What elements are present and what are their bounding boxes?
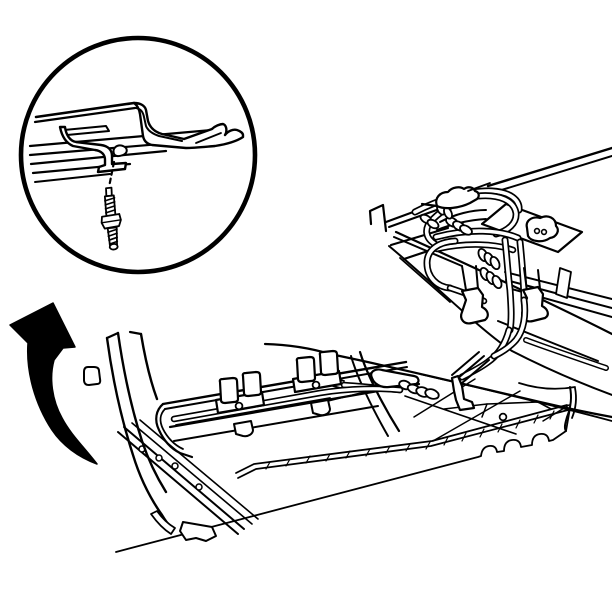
- crossrail-end-curl: [155, 402, 194, 459]
- bed-fitting-d: [424, 388, 440, 400]
- slot-plate: [63, 125, 110, 136]
- slab-rib-2: [413, 378, 476, 418]
- sill-foot: [179, 521, 217, 542]
- lines-to-bed-2: [456, 355, 485, 380]
- pan-corner: [368, 203, 388, 233]
- crossrail-end-curl-2: [159, 408, 184, 450]
- hat-step-inner: [135, 107, 183, 142]
- bed-z-bracket: [450, 374, 476, 412]
- stud-tip: [108, 243, 119, 251]
- fitting-bend2-b: [426, 218, 440, 230]
- bracket-clip-leg-4: [537, 269, 541, 290]
- rail-pipe-inner: [172, 387, 402, 421]
- tube-cross-inner: [434, 229, 520, 240]
- clamp-a-tab-1: [218, 376, 240, 405]
- sill-band-1: [117, 431, 239, 535]
- fitting-stack-2c: [491, 274, 503, 290]
- tube-upper-inner: [413, 189, 521, 214]
- slab-right-post-2: [571, 387, 577, 419]
- stud-group: [100, 186, 122, 251]
- pan-streak-2: [389, 226, 450, 247]
- rail-top-edge-inner: [33, 106, 137, 124]
- bracket-clip-leg-1: [461, 265, 467, 291]
- connector-right-eye-2: [540, 228, 548, 236]
- hose-drop-right-inner: [492, 298, 527, 358]
- slab-top-edge-2: [419, 373, 612, 422]
- fitting-bend-c: [459, 224, 473, 236]
- sill-hole-2: [155, 454, 163, 462]
- connector-hand-blob: [420, 186, 480, 210]
- tube-p-loop-inner: [425, 239, 457, 290]
- clamp-b-tab-2: [318, 349, 340, 377]
- connector-right-blob: [525, 215, 559, 243]
- hole-plate-step: [481, 403, 488, 418]
- bracket-strap: [58, 125, 128, 174]
- fuel-line-sleeve: [555, 267, 572, 299]
- hat-flange: [132, 101, 245, 150]
- rail-top-edge-outer: [34, 101, 136, 119]
- sill-band-4: [139, 419, 259, 520]
- pillar-line-3: [139, 332, 159, 401]
- bracket-clip-leg-2: [475, 265, 479, 290]
- lines-to-bed-1: [451, 351, 480, 376]
- fitting-stack-1c: [489, 255, 501, 271]
- hat-wave-inner: [195, 132, 222, 144]
- tube-drop-1-inner: [503, 238, 513, 332]
- sill-band-3: [131, 422, 253, 525]
- clamp-b-tab-1: [295, 355, 317, 384]
- lines-to-bed-3: [461, 359, 490, 384]
- rail-pipe-2: [175, 397, 331, 426]
- bracket-clip-1: [460, 286, 489, 325]
- band-hatch: [265, 410, 555, 470]
- crossrail-top-edge-2: [164, 366, 408, 410]
- slab-hole: [498, 412, 508, 422]
- connector-right-eye-1: [533, 227, 541, 235]
- rail-line-3: [29, 149, 168, 166]
- pan-left-slope: [388, 245, 612, 396]
- stud-thread-lower-hatch: [107, 228, 119, 245]
- stud-dash-line: [107, 160, 116, 189]
- clamp-a-bolt: [234, 401, 244, 411]
- pillar-line-2: [116, 331, 168, 494]
- tube-drop-2-inner: [518, 240, 526, 302]
- callout-circle: [18, 35, 258, 275]
- clamp-a-tab-2: [241, 370, 263, 398]
- left-tab: [83, 366, 102, 386]
- rail-line-5: [34, 173, 111, 183]
- wheel-arch-arc: [518, 382, 576, 390]
- hose-spur-inner: [524, 338, 608, 370]
- pan-top-edge-2: [494, 155, 612, 193]
- bracket-hook: [112, 144, 128, 158]
- slab-rib-3: [432, 390, 521, 442]
- pan-left-slope-2: [399, 257, 451, 303]
- sill-hole-3: [171, 462, 179, 470]
- crossrail-flange: [173, 405, 379, 442]
- rail-line-1: [28, 128, 214, 148]
- clamp-b-foot: [310, 399, 331, 417]
- slab-right-post: [563, 386, 572, 432]
- stud-nut-facet: [100, 219, 122, 224]
- slab-outline-bottom: [115, 407, 571, 553]
- clamp-a-foot: [233, 420, 254, 438]
- stud-thread-upper-hatch: [104, 197, 116, 214]
- pillar-cap-2: [128, 330, 143, 336]
- loop-inner-line-1: [439, 209, 487, 223]
- blob-link-line: [467, 182, 491, 192]
- pillar-foot: [150, 510, 176, 535]
- slab-edge-band-1: [235, 404, 568, 474]
- pillar-cap-1: [105, 331, 120, 340]
- pan-streak-1b: [388, 206, 446, 228]
- sill-hole-4: [195, 483, 203, 491]
- clamp-b-bolt: [311, 380, 321, 390]
- bracket-clip-leg-3: [523, 267, 528, 292]
- crossrail-top-edge: [161, 360, 408, 406]
- pan-top-edge: [486, 146, 612, 188]
- lift-arrow: [9, 302, 98, 465]
